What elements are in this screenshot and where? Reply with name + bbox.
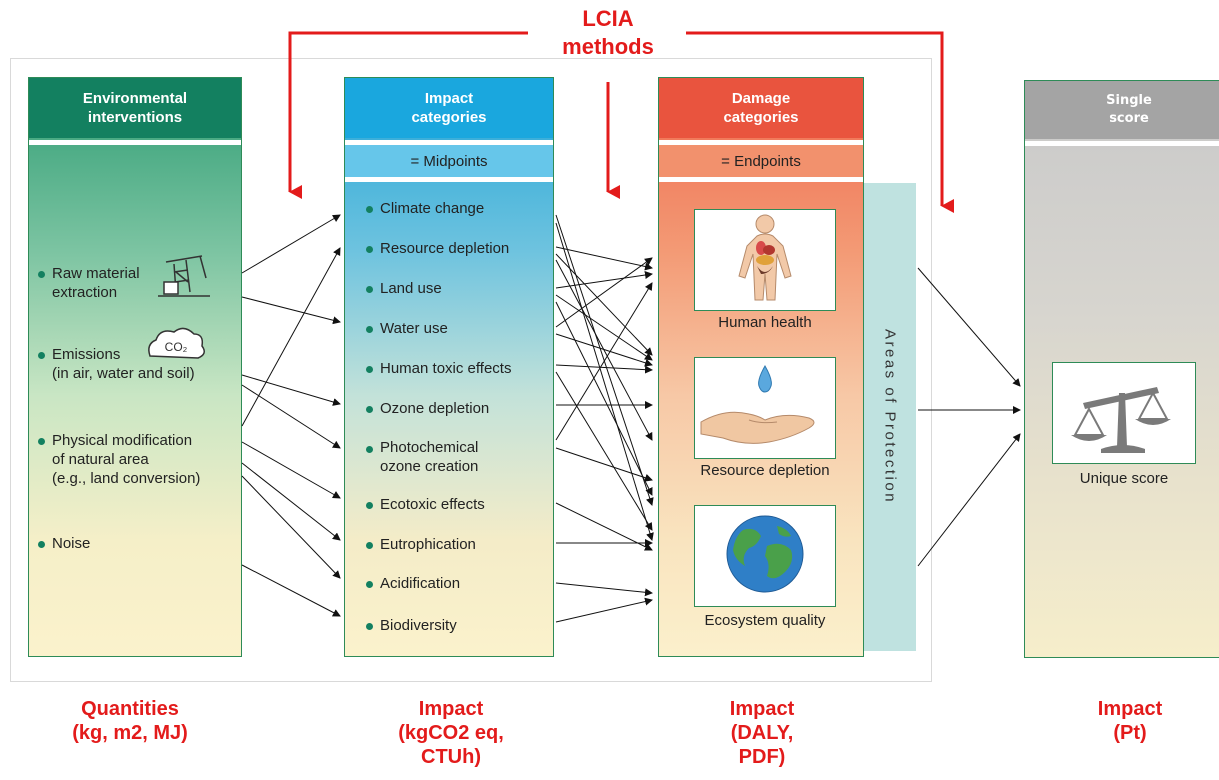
impact-item-land-use: Land use	[380, 280, 442, 297]
areas-of-protection-label: Areas of Protection	[881, 329, 899, 505]
title-line2: methods	[562, 34, 654, 59]
impact-categories-column: Impact categories = Midpoints	[344, 77, 554, 657]
env-to-midpoint-arrows	[241, 214, 341, 617]
balance-scale-icon	[1071, 387, 1171, 453]
bullet-dot	[366, 326, 373, 333]
bullet-dot	[366, 623, 373, 630]
impact-item-human-toxic: Human toxic effects	[380, 360, 512, 377]
environmental-interventions-header: Environmental interventions	[29, 78, 241, 138]
midpoints-label: = Midpoints	[345, 145, 553, 177]
impact-title-line1: Impact	[424, 90, 474, 107]
impact-item-water-use: Water use	[380, 320, 448, 337]
env-title-line1: Environmental	[82, 90, 188, 107]
ecosystem-quality-card	[694, 505, 836, 607]
env-title-line2: interventions	[87, 109, 183, 126]
hand-water-drop-icon	[700, 364, 815, 444]
damage-title-line2: categories	[723, 109, 799, 126]
resource-depletion-card	[694, 357, 836, 459]
lcia-bracket	[288, 31, 954, 213]
human-health-card	[694, 209, 836, 311]
impact-item-biodiversity: Biodiversity	[380, 617, 457, 634]
human-health-label: Human health	[718, 314, 812, 331]
unique-score-label: Unique score	[1079, 470, 1169, 487]
title-line1: LCIA	[582, 6, 634, 31]
impact-midpoint-label: Impact(kgCO2 eq,CTUh)	[398, 698, 504, 768]
single-score-header: Single score	[1025, 81, 1219, 139]
midpoint-to-endpoint-arrows	[555, 214, 654, 623]
bullet-dot	[366, 206, 373, 213]
single-title-line2: score	[1109, 111, 1149, 126]
damage-categories-header: Damage categories	[659, 78, 863, 138]
bullet-dot	[366, 246, 373, 253]
bullet-dot	[366, 286, 373, 293]
impact-item-eutrophication: Eutrophication	[380, 536, 476, 553]
env-item-emissions: Emissions(in air, water and soil)	[52, 346, 195, 382]
human-body-icon	[738, 214, 792, 301]
endpoints-label: = Endpoints	[659, 145, 863, 177]
bullet-dot	[366, 406, 373, 413]
quantities-label: Quantities(kg, m2, MJ)	[72, 698, 188, 744]
impact-single-label: Impact(Pt)	[1097, 698, 1163, 744]
impact-separator	[345, 140, 553, 145]
bullet-dot	[38, 271, 45, 278]
env-item-noise: Noise	[52, 535, 91, 552]
single-title-line1: Single	[1106, 93, 1152, 108]
bullet-dot	[366, 502, 373, 509]
impact-item-climate-change: Climate change	[380, 200, 485, 217]
environmental-interventions-column: Environmental interventions	[28, 77, 242, 657]
bullet-dot	[366, 542, 373, 549]
env-separator	[29, 140, 241, 145]
oil-pump-icon	[158, 255, 210, 297]
bullet-dot	[38, 352, 45, 359]
areas-of-protection-band: Areas of Protection	[864, 183, 916, 651]
impact-item-resource-depletion: Resource depletion	[380, 240, 510, 257]
co2-label: CO₂	[165, 340, 188, 354]
co2-cloud-icon: CO₂	[148, 327, 205, 359]
bullet-dot	[366, 581, 373, 588]
impact-title-line2: categories	[411, 109, 487, 126]
impact-item-ozone-depletion: Ozone depletion	[380, 400, 490, 417]
figure-frame	[10, 58, 932, 682]
globe-icon	[726, 515, 804, 593]
bullet-dot	[38, 438, 45, 445]
bullet-dot	[38, 541, 45, 548]
single-separator	[1025, 141, 1219, 146]
damage-title-line1: Damage	[731, 90, 791, 107]
lcia-methods-title: LCIA methods	[528, 5, 688, 61]
impact-separator-2	[345, 177, 553, 182]
bullet-dot	[366, 366, 373, 373]
impact-endpoint-label: Impact(DALY,PDF)	[729, 698, 795, 768]
bullet-dot	[366, 446, 373, 453]
impact-categories-header: Impact categories	[345, 78, 553, 138]
resource-depletion-label: Resource depletion	[700, 462, 830, 479]
damage-separator	[659, 140, 863, 145]
impact-item-ecotoxic: Ecotoxic effects	[380, 496, 485, 513]
endpoint-to-single-arrows	[917, 267, 1021, 567]
impact-item-acidification: Acidification	[380, 575, 461, 592]
unique-score-card	[1052, 362, 1196, 464]
damage-separator-2	[659, 177, 863, 182]
ecosystem-quality-label: Ecosystem quality	[704, 612, 826, 629]
